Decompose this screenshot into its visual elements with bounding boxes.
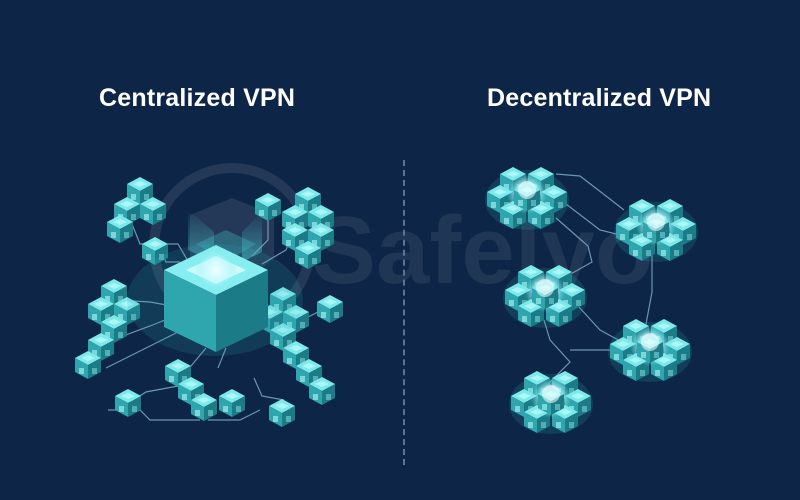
centralized-network — [75, 177, 343, 427]
decentralized-network — [485, 167, 698, 434]
shield-beam-left — [188, 210, 214, 262]
decentralized-node-5 — [509, 371, 593, 434]
decentralized-node-1 — [485, 167, 569, 230]
decentralized-node-4 — [608, 319, 692, 382]
divider-line — [403, 160, 405, 465]
decentralized-node-3 — [503, 265, 587, 328]
decentralized-node-2 — [614, 199, 698, 262]
decentralized-vpn-title: Decentralized VPN — [487, 84, 712, 112]
centralized-vpn-title: Centralized VPN — [99, 84, 296, 112]
shield-beam-right — [242, 212, 262, 262]
watermark-text: Safelyo — [312, 197, 653, 304]
central-vpn-server-cube — [127, 244, 303, 356]
